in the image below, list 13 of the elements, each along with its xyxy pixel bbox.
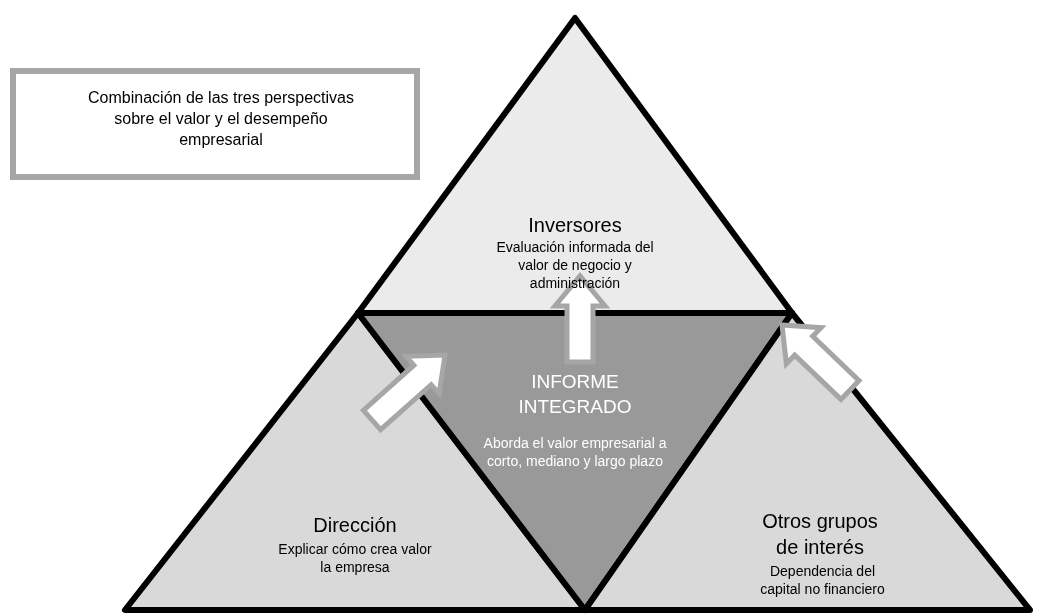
triangle-description: Aborda el valor empresarial a corto, mediano y largo plazo [482,434,668,471]
block-arrow [359,352,448,434]
triangle-heading: Dirección [312,513,398,538]
triangle-heading: INFORME INTEGRADO [517,370,633,419]
block-arrow [549,272,611,365]
triangle-heading: Inversores [527,213,623,238]
block-arrow [779,322,863,403]
triangle-description: Dependencia del capital no financiero [760,562,885,599]
triangle-heading: Otros grupos de interés [761,509,879,560]
triangle-description: Evaluación informada del valor de negocio y administración [495,238,655,293]
triangle-description: Explicar cómo crea valor la empresa [277,540,433,577]
note-box [10,68,420,180]
note-text: Combinación de las tres perspectivas sobre el valor y el desempeño empresarial [87,88,355,150]
